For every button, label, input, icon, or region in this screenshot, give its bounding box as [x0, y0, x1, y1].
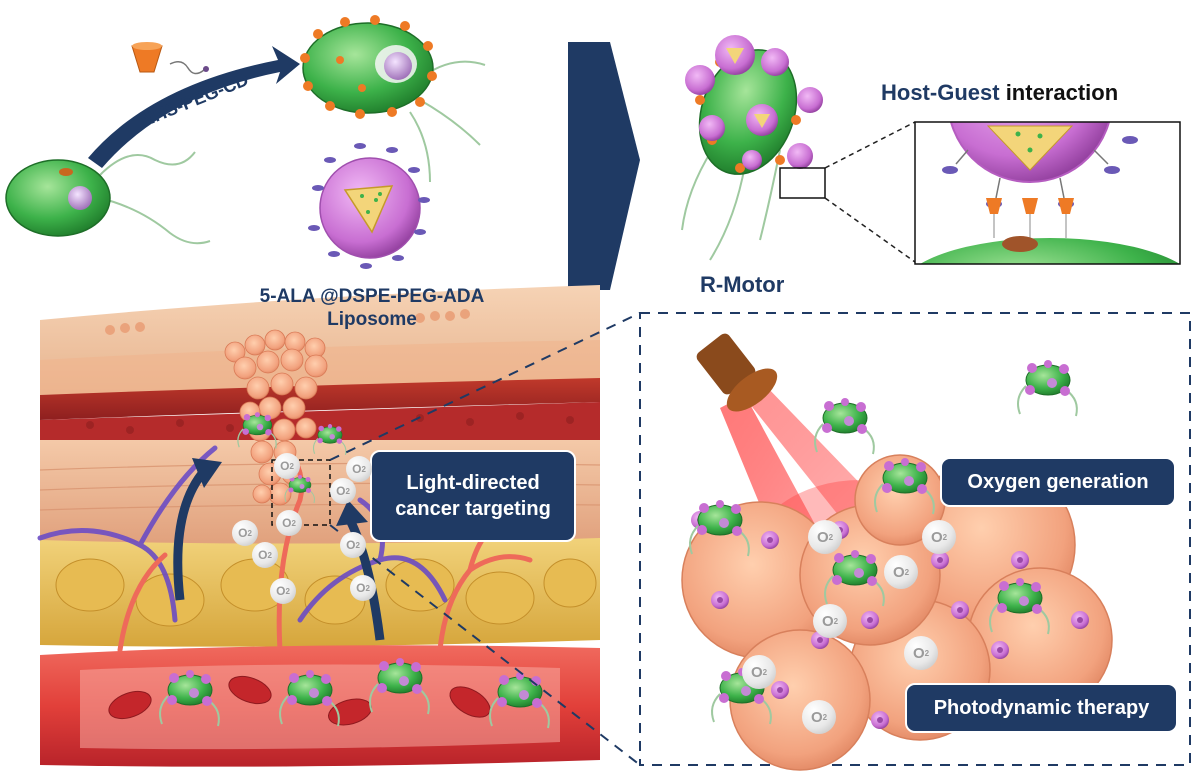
oxygen-generation-badge: Oxygen generation [940, 457, 1176, 507]
liposome-label-line1: 5-ALA @DSPE-PEG-ADA [259, 286, 485, 307]
interaction-term: interaction [1005, 80, 1119, 105]
light-directed-badge: Light-directed cancer targeting [370, 450, 576, 542]
cell-bare [5, 151, 211, 245]
host-guest-term: Host-Guest [881, 80, 1000, 105]
cell-functionalized [300, 15, 486, 183]
light-directed-line2: cancer targeting [395, 498, 551, 520]
zoom-connector [824, 121, 916, 263]
photodynamic-therapy-badge: Photodynamic therapy [905, 683, 1178, 733]
tumor-zoom-connector [329, 312, 641, 766]
liposome-label-line2: Liposome [327, 309, 417, 330]
r-motor-label: R-Motor [700, 272, 785, 297]
tumor-zoom-scene [681, 333, 1113, 771]
cyclodextrin-icon [131, 42, 209, 75]
host-guest-title: Host-Guest interaction [881, 80, 1118, 106]
liposome [308, 143, 430, 269]
light-directed-line1: Light-directed [406, 472, 540, 494]
tumor-zoom-frame [639, 312, 1191, 766]
lamp-icon [696, 333, 778, 412]
host-guest-inset [914, 121, 1181, 265]
assembly-arrow [568, 42, 640, 290]
r-motor-assembly [681, 35, 826, 261]
functionalization-arrow [88, 46, 300, 168]
